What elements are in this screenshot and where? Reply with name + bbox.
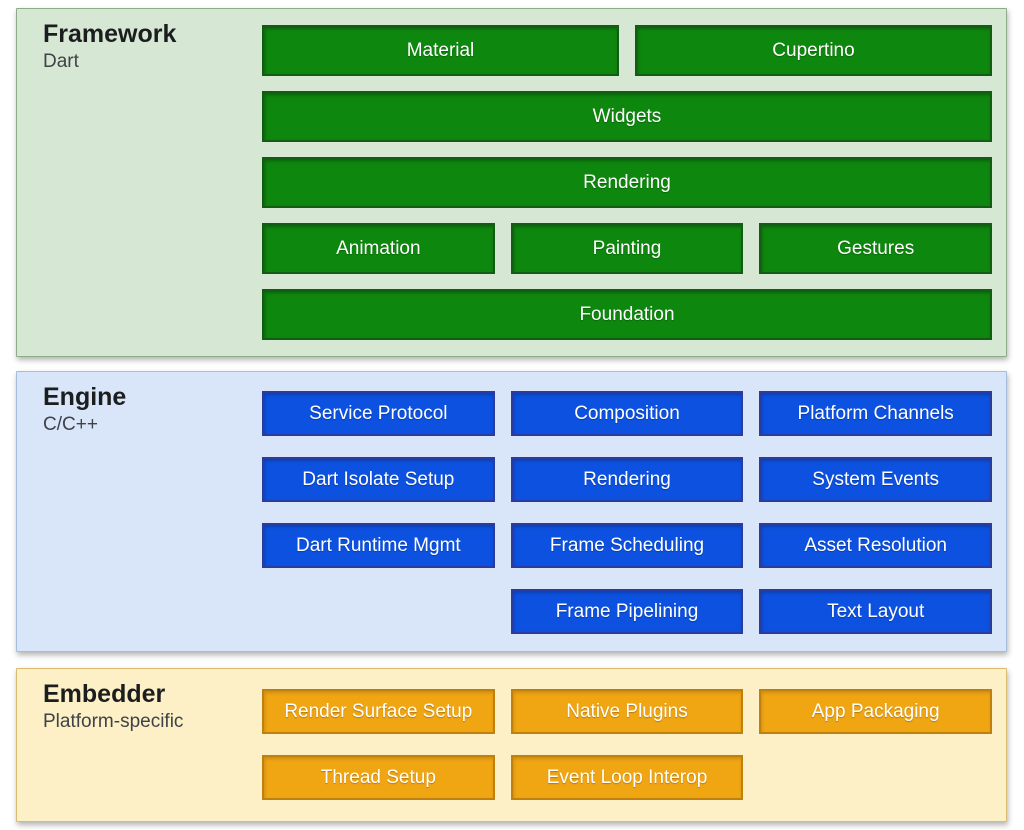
embedder-row-2: Thread Setup Event Loop Interop <box>262 755 992 800</box>
framework-box-foundation: Foundation <box>262 289 992 340</box>
framework-box-widgets: Widgets <box>262 91 992 142</box>
engine-row-4: Frame Pipelining Text Layout <box>262 589 992 634</box>
engine-box-platform-channels: Platform Channels <box>759 391 992 436</box>
engine-layer-panel: Engine C/C++ Service Protocol Compositio… <box>16 371 1007 652</box>
engine-box-service-protocol: Service Protocol <box>262 391 495 436</box>
engine-subtitle: C/C++ <box>43 413 98 435</box>
framework-boxes: Material Cupertino Widgets Rendering Ani… <box>262 25 992 340</box>
embedder-layer-panel: Embedder Platform-specific Render Surfac… <box>16 668 1007 822</box>
framework-row-1: Material Cupertino <box>262 25 992 76</box>
framework-row-4: Animation Painting Gestures <box>262 223 992 274</box>
engine-box-system-events: System Events <box>759 457 992 502</box>
framework-layer-panel: Framework Dart Material Cupertino Widget… <box>16 8 1007 357</box>
framework-box-rendering: Rendering <box>262 157 992 208</box>
framework-box-gestures: Gestures <box>759 223 992 274</box>
engine-empty-cell <box>262 589 495 634</box>
embedder-box-event-loop-interop: Event Loop Interop <box>510 755 744 800</box>
engine-box-rendering: Rendering <box>510 457 744 502</box>
embedder-box-thread-setup: Thread Setup <box>262 755 495 800</box>
engine-box-dart-runtime-mgmt: Dart Runtime Mgmt <box>262 523 495 568</box>
embedder-box-native-plugins: Native Plugins <box>510 689 744 734</box>
framework-box-painting: Painting <box>510 223 744 274</box>
embedder-subtitle: Platform-specific <box>43 710 184 732</box>
engine-row-3: Dart Runtime Mgmt Frame Scheduling Asset… <box>262 523 992 568</box>
engine-box-dart-isolate-setup: Dart Isolate Setup <box>262 457 495 502</box>
engine-box-frame-scheduling: Frame Scheduling <box>510 523 744 568</box>
framework-box-cupertino: Cupertino <box>635 25 992 76</box>
embedder-title: Embedder <box>43 680 166 708</box>
framework-label-block: Framework Dart <box>43 20 176 73</box>
framework-title: Framework <box>43 20 177 48</box>
embedder-label-block: Embedder Platform-specific <box>43 680 183 733</box>
framework-box-material: Material <box>262 25 619 76</box>
framework-row-2: Widgets <box>262 91 992 142</box>
engine-title: Engine <box>43 383 127 411</box>
embedder-boxes: Render Surface Setup Native Plugins App … <box>262 689 992 800</box>
engine-box-frame-pipelining: Frame Pipelining <box>510 589 744 634</box>
embedder-empty-cell <box>759 755 992 800</box>
engine-row-2: Dart Isolate Setup Rendering System Even… <box>262 457 992 502</box>
framework-row-3: Rendering <box>262 157 992 208</box>
embedder-box-render-surface-setup: Render Surface Setup <box>262 689 495 734</box>
framework-row-5: Foundation <box>262 289 992 340</box>
engine-box-asset-resolution: Asset Resolution <box>759 523 992 568</box>
embedder-box-app-packaging: App Packaging <box>759 689 992 734</box>
embedder-row-1: Render Surface Setup Native Plugins App … <box>262 689 992 734</box>
engine-boxes: Service Protocol Composition Platform Ch… <box>262 391 992 634</box>
framework-subtitle: Dart <box>43 50 79 72</box>
engine-row-1: Service Protocol Composition Platform Ch… <box>262 391 992 436</box>
engine-box-text-layout: Text Layout <box>759 589 992 634</box>
framework-box-animation: Animation <box>262 223 495 274</box>
engine-label-block: Engine C/C++ <box>43 383 126 436</box>
engine-box-composition: Composition <box>510 391 744 436</box>
